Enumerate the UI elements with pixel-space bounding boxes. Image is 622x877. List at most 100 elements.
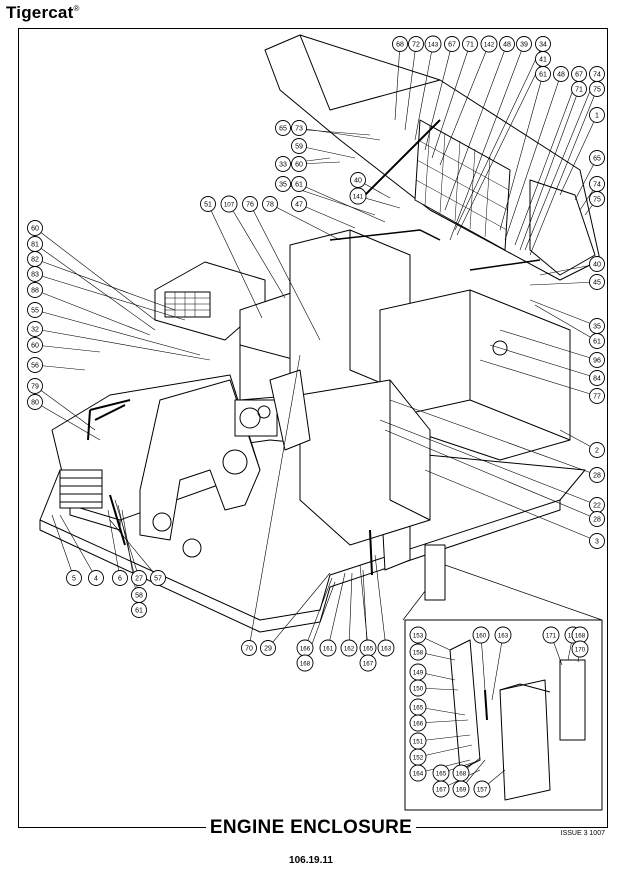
callout-label: 67: [448, 42, 456, 49]
callout-circle: [27, 394, 43, 410]
callout-35: 35: [589, 318, 605, 334]
callout-label: 3: [595, 539, 599, 546]
leader-line: [414, 43, 434, 141]
callout-label: 149: [413, 670, 424, 677]
leader-line: [417, 744, 473, 758]
callout-circle: [452, 780, 470, 798]
leader-line: [59, 514, 97, 579]
callout-circle: [432, 780, 450, 798]
callout-67: 67: [571, 66, 587, 82]
callout-label: 22: [593, 503, 601, 510]
brand-name: Tigercat: [6, 3, 74, 22]
leader-line: [489, 344, 598, 379]
callout-label: 61: [593, 339, 601, 346]
leader-line: [529, 88, 598, 256]
callout-circle: [409, 714, 427, 732]
callout-circle: [589, 511, 605, 527]
callout-label: 28: [593, 473, 601, 480]
callout-label: 47: [295, 202, 303, 209]
callout-33: 33: [275, 156, 291, 172]
callout-label: 151: [413, 739, 424, 746]
callout-circle: [27, 378, 43, 394]
leader-line: [379, 419, 598, 506]
callout-circle: [27, 282, 43, 298]
callout-168: 168: [296, 654, 314, 672]
callout-2: 2: [589, 442, 605, 458]
callout-circle: [392, 36, 408, 52]
callout-3: 3: [589, 533, 605, 549]
extinguisher-bracket: [449, 639, 481, 771]
callout-96: 96: [589, 352, 605, 368]
callout-70: 70: [241, 640, 257, 656]
callout-label: 165: [436, 771, 447, 778]
leader-line: [394, 43, 401, 121]
callout-label: 168: [456, 771, 467, 778]
callout-label: 82: [31, 257, 39, 264]
callout-label: 168: [575, 633, 586, 640]
leader-line: [34, 227, 156, 321]
callout-circle: [377, 639, 395, 657]
callout-74: 74: [589, 66, 605, 82]
callout-61: 61: [535, 66, 551, 82]
callout-166: 166: [409, 714, 427, 732]
callout-58: 58: [131, 587, 147, 603]
callout-165: 165: [432, 764, 450, 782]
leader-line: [374, 554, 387, 649]
callout-142: 142: [480, 35, 498, 53]
callout-149: 149: [409, 663, 427, 681]
callout-circle: [200, 196, 216, 212]
callout-61: 61: [291, 176, 307, 192]
callout-153: 153: [409, 626, 427, 644]
callout-circle: [553, 66, 569, 82]
callout-circle: [589, 256, 605, 272]
callout-circle: [319, 639, 337, 657]
callout-166: 166: [296, 639, 314, 657]
callout-circle: [535, 66, 551, 82]
callout-67: 67: [444, 36, 460, 52]
leader-line: [327, 572, 346, 649]
callout-label: 169: [456, 787, 467, 794]
leader-line: [389, 399, 598, 476]
callout-1: 1: [589, 107, 605, 123]
callout-label: 1: [595, 113, 599, 120]
callout-74: 74: [589, 176, 605, 192]
leader-line: [298, 203, 356, 229]
callout-72: 72: [408, 36, 424, 52]
callout-29: 29: [260, 640, 276, 656]
leader-line: [109, 519, 159, 579]
callout-circle: [349, 187, 367, 205]
callout-28: 28: [589, 511, 605, 527]
callout-88: 88: [27, 282, 43, 298]
leader-line: [298, 183, 386, 223]
callout-label: 28: [593, 517, 601, 524]
callout-75: 75: [589, 191, 605, 207]
callout-circle: [589, 333, 605, 349]
callout-circle: [589, 370, 605, 386]
callout-167: 167: [359, 654, 377, 672]
callout-label: 35: [279, 182, 287, 189]
callout-34: 34: [535, 36, 551, 52]
leader-line: [504, 73, 562, 241]
callout-label: 107: [224, 202, 235, 209]
callout-48: 48: [553, 66, 569, 82]
callout-label: 165: [363, 646, 374, 653]
callout-label: 153: [413, 633, 424, 640]
callout-circle: [473, 780, 491, 798]
callout-label: 71: [466, 42, 474, 49]
callout-label: 96: [593, 358, 601, 365]
leader-line: [207, 203, 263, 319]
callout-label: 65: [593, 156, 601, 163]
callout-label: 161: [323, 646, 334, 653]
leader-line: [404, 43, 417, 131]
callout-label: 83: [31, 272, 39, 279]
callout-label: 166: [413, 721, 424, 728]
callout-circle: [220, 195, 238, 213]
door-latch: [87, 399, 131, 441]
callout-label: 143: [428, 42, 439, 49]
callout-label: 74: [593, 72, 601, 79]
leader-line: [34, 385, 96, 431]
callout-circle: [242, 196, 258, 212]
callout-label: 73: [295, 126, 303, 133]
callout-161: 161: [319, 639, 337, 657]
